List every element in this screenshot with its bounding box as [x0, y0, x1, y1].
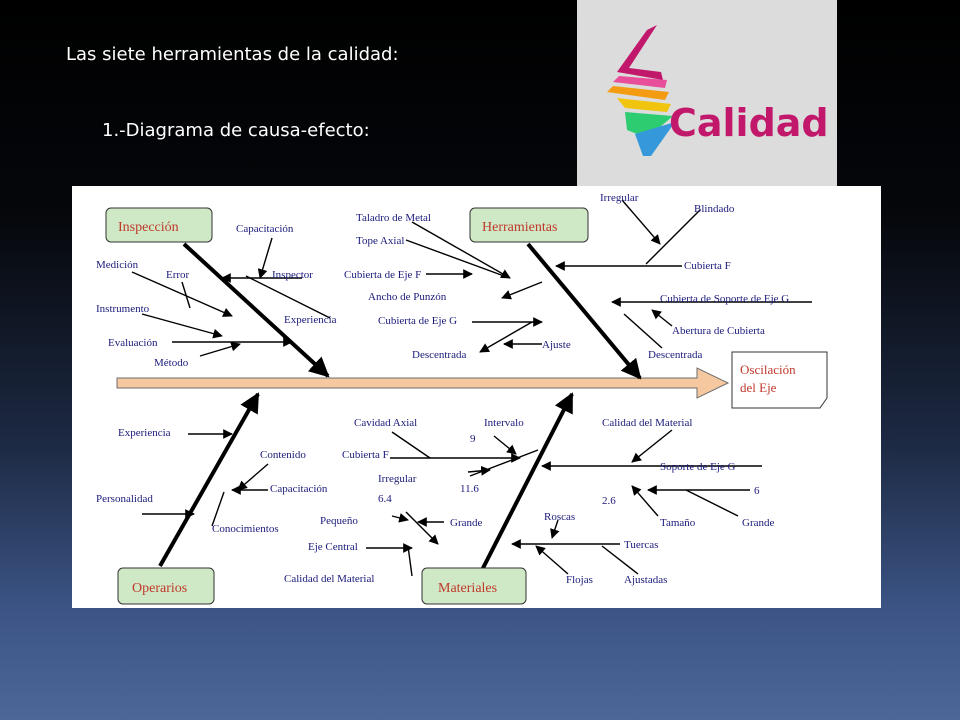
- cause-conocimientos: Conocimientos: [212, 523, 279, 535]
- slide-title: Las siete herramientas de la calidad:: [66, 44, 399, 65]
- cause-flojas: Flojas: [566, 574, 593, 586]
- category-operarios-label: Operarios: [132, 581, 187, 596]
- effect-line-1: Oscilación: [740, 362, 796, 377]
- cause-personalidad: Personalidad: [96, 493, 153, 505]
- cause-ajuste: Ajuste: [542, 339, 571, 351]
- cause-calidad-material-right: Calidad del Material: [602, 417, 692, 429]
- cause-experiencia-insp: Experiencia: [284, 314, 337, 326]
- category-herramientas: Herramientas: [469, 207, 589, 243]
- causes-materiales: [366, 429, 762, 577]
- category-materiales-label: Materiales: [438, 581, 497, 596]
- cause-ancho-punzon: Ancho de Punzón: [368, 291, 447, 303]
- logo-word: Calidad: [669, 101, 829, 145]
- logo-chevron-orange: [607, 86, 669, 100]
- cause-tamano: Tamaño: [660, 517, 696, 529]
- cause-once-seis: 11.6: [460, 483, 479, 495]
- spine-arrow: [116, 367, 730, 399]
- cause-nueve: 9: [470, 433, 476, 445]
- cause-cubierta-eje-g: Cubierta de Eje G: [378, 315, 457, 327]
- cause-taladro: Taladro de Metal: [356, 212, 431, 224]
- cause-irregular-herr: Irregular: [600, 192, 639, 204]
- bone-materiales: [480, 392, 574, 571]
- fishbone-svg: Oscilación del Eje Inspección Herramient…: [96, 192, 828, 605]
- cause-cavidad-axial: Cavidad Axial: [354, 417, 417, 429]
- cause-roscas: Roscas: [544, 511, 575, 523]
- cause-tuercas: Tuercas: [624, 539, 658, 551]
- cause-descentrada-right: Descentrada: [648, 349, 702, 361]
- logo-chevron-magenta: [617, 25, 663, 80]
- effect-box: Oscilación del Eje: [731, 351, 828, 409]
- cause-eje-central: Eje Central: [308, 541, 358, 553]
- logo-graphic: Calidad: [607, 25, 829, 156]
- cause-error: Error: [166, 269, 190, 281]
- cause-ajustadas: Ajustadas: [624, 574, 667, 586]
- cause-capacitacion: Capacitación: [236, 223, 294, 235]
- logo-chevron-green: [625, 112, 673, 138]
- cause-cubierta-soporte: Cubierta de Soporte de Eje G: [660, 293, 789, 305]
- cause-evaluacion: Evaluación: [108, 337, 158, 349]
- cause-pequeno: Pequeño: [320, 515, 358, 527]
- cause-grande-left: Grande: [450, 517, 482, 529]
- category-materiales: Materiales: [421, 567, 527, 605]
- cause-cubierta-f-herr: Cubierta F: [684, 260, 731, 272]
- cause-seis-cuatro: 6.4: [378, 493, 392, 505]
- category-herramientas-label: Herramientas: [482, 220, 557, 235]
- causes-inspeccion: [131, 237, 331, 357]
- calidad-logo: Calidad: [577, 0, 837, 186]
- cause-calidad-material-left: Calidad del Material: [284, 573, 374, 585]
- cause-dos-seis: 2.6: [602, 495, 616, 507]
- cause-descentrada-left: Descentrada: [412, 349, 466, 361]
- causes-operarios: [142, 429, 269, 527]
- cause-experiencia-oper: Experiencia: [118, 427, 171, 439]
- bone-inspeccion: [182, 242, 330, 378]
- effect-line-2: del Eje: [740, 380, 777, 395]
- cause-medicion: Medición: [96, 259, 139, 271]
- cause-capacitacion-oper: Capacitación: [270, 483, 328, 495]
- cause-metodo: Método: [154, 357, 189, 369]
- cause-grande-right: Grande: [742, 517, 774, 529]
- cause-instrumento: Instrumento: [96, 303, 150, 315]
- cause-tope-axial: Tope Axial: [356, 235, 404, 247]
- cause-seis: 6: [754, 485, 760, 497]
- slide-subtitle: 1.-Diagrama de causa-efecto:: [102, 120, 370, 141]
- cause-cubierta-eje-f: Cubierta de Eje F: [344, 269, 421, 281]
- category-inspeccion-label: Inspección: [118, 220, 179, 235]
- category-operarios: Operarios: [117, 567, 215, 605]
- bone-herramientas: [526, 242, 642, 380]
- causes-herramientas: [405, 199, 812, 353]
- cause-cubierta-f-mat: Cubierta F: [342, 449, 389, 461]
- cause-soporte-eje-g: Soporte de Eje G: [660, 461, 736, 473]
- cause-intervalo: Intervalo: [484, 417, 524, 429]
- logo-chevron-yellow: [617, 98, 671, 112]
- cause-irregular-mat: Irregular: [378, 473, 417, 485]
- fishbone-diagram: Oscilación del Eje Inspección Herramient…: [72, 186, 881, 608]
- logo-chevron-blue: [635, 122, 675, 156]
- logo-chevron-pink: [613, 76, 667, 88]
- cause-blindado: Blindado: [694, 203, 735, 215]
- cause-contenido: Contenido: [260, 449, 306, 461]
- category-inspeccion: Inspección: [105, 207, 213, 243]
- cause-inspector: Inspector: [272, 269, 313, 281]
- cause-abertura: Abertura de Cubierta: [672, 325, 765, 337]
- bone-operarios: [158, 392, 260, 567]
